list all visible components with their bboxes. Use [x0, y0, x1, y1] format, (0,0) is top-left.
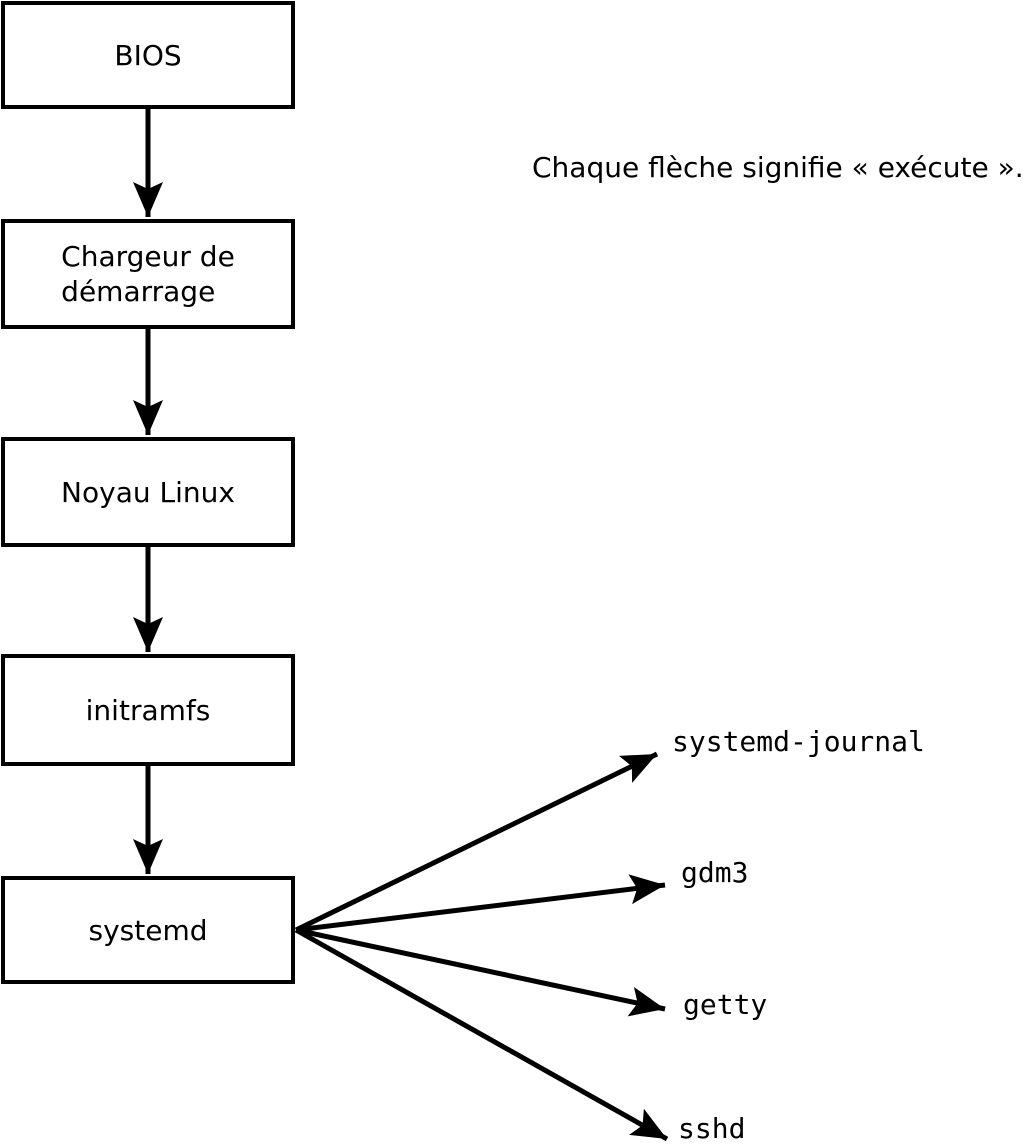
target-label-gdm3: gdm3: [681, 856, 749, 889]
node-bootloader: Chargeur de démarrage: [1, 219, 295, 329]
target-label-getty: getty: [683, 988, 768, 1021]
node-bootloader-label: Chargeur de démarrage: [61, 240, 235, 308]
target-label-systemd-journal: systemd-journal: [672, 725, 925, 758]
node-initramfs-label: initramfs: [85, 693, 211, 727]
arrow-systemd-to-sshd: [294, 927, 669, 1142]
node-bios: BIOS: [1, 1, 295, 109]
arrow-systemd-to-systemd-journal: [294, 751, 659, 933]
node-initramfs: initramfs: [1, 654, 295, 766]
node-kernel-label: Noyau Linux: [61, 475, 235, 509]
node-kernel: Noyau Linux: [1, 437, 295, 547]
target-label-sshd: sshd: [678, 1112, 746, 1144]
arrow-systemd-to-gdm3: [295, 874, 666, 933]
node-bios-label: BIOS: [114, 38, 182, 72]
node-systemd-label: systemd: [88, 913, 208, 947]
arrow-systemd-to-getty: [295, 927, 666, 1017]
legend-annotation: Chaque flèche signifie « exécute ».: [532, 151, 1024, 184]
node-systemd: systemd: [1, 876, 295, 984]
